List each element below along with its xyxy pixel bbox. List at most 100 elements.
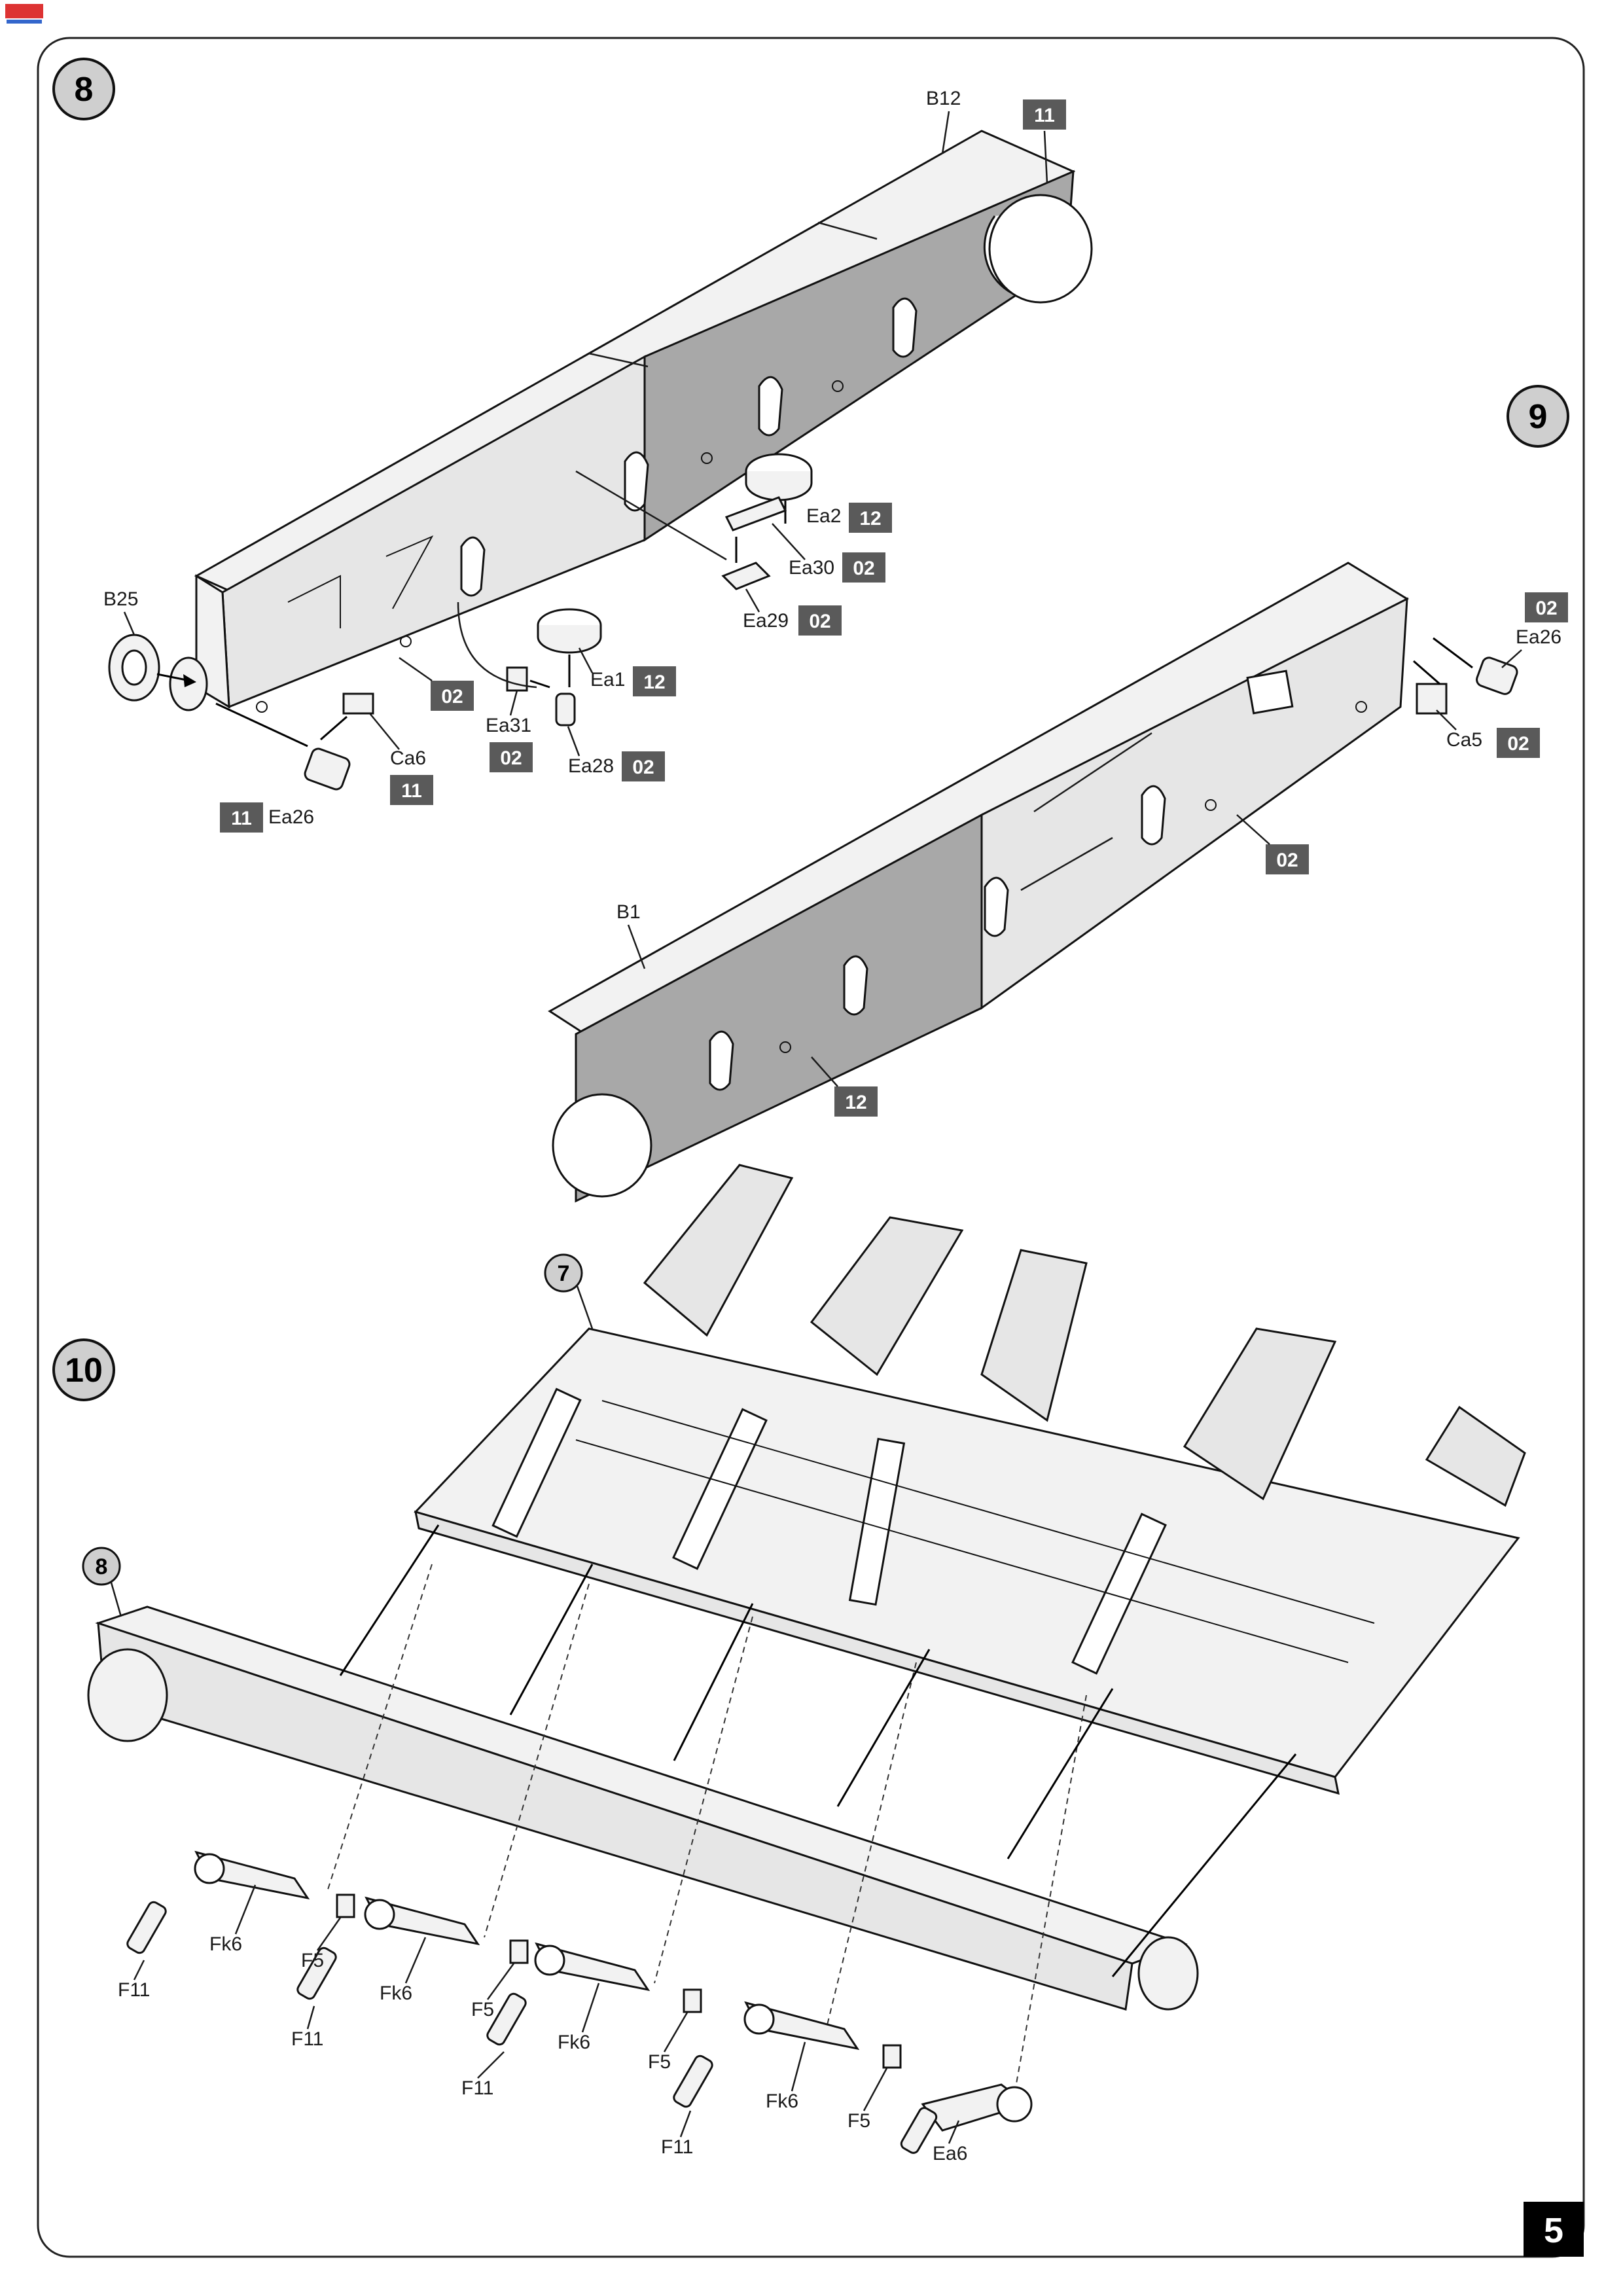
step-10: 10 7 8	[52, 1164, 1526, 2164]
svg-text:02: 02	[632, 757, 654, 778]
pin-f11	[486, 1992, 527, 2046]
assembly-arrow	[339, 1524, 1297, 1977]
label-f5: F5	[471, 1999, 494, 2020]
svg-text:02: 02	[441, 686, 463, 708]
step-number: 10	[65, 1352, 103, 1390]
paint-badge: 12	[633, 666, 676, 696]
bracket-f5	[509, 1939, 529, 1964]
reference-circle	[544, 1253, 583, 1293]
paint-badge: 11	[1023, 99, 1066, 130]
label-ea26: Ea26	[1516, 626, 1561, 648]
label-f5: F5	[648, 2051, 671, 2073]
label-f5: F5	[847, 2110, 870, 2132]
svg-text:12: 12	[845, 1092, 866, 1113]
svg-text:02: 02	[1276, 850, 1298, 871]
reference-number: 8	[96, 1554, 108, 1579]
pin-f11	[296, 1946, 337, 2000]
part-ea30	[724, 496, 787, 563]
page-frame	[37, 37, 1585, 2258]
paint-badge: 12	[834, 1086, 878, 1117]
svg-text:02: 02	[809, 611, 830, 632]
label-b1: B1	[616, 901, 641, 923]
paint-badge: 11	[390, 775, 433, 805]
label-fk6: Fk6	[209, 1933, 242, 1955]
label-ea1: Ea1	[590, 669, 625, 691]
part-ea26-right	[1433, 637, 1518, 695]
label-f11: F11	[118, 1979, 150, 2001]
alignment-line	[824, 1662, 917, 2036]
hull-floor-assembly	[414, 1164, 1526, 1795]
step-number-circle	[1507, 385, 1569, 448]
label-f5: F5	[301, 1950, 324, 1971]
paint-badge: 02	[842, 552, 885, 583]
label-fk6: Fk6	[380, 1982, 412, 2004]
alignment-line	[654, 1616, 753, 1984]
reference-number: 7	[558, 1261, 570, 1286]
paint-badge: 02	[1497, 728, 1540, 758]
part-ea2	[745, 453, 813, 524]
label-ca6: Ca6	[390, 747, 426, 769]
svg-text:02: 02	[1507, 733, 1529, 755]
step-number-circle	[52, 1338, 115, 1401]
paint-badge: 02	[1266, 844, 1309, 874]
part-ca5	[1413, 660, 1448, 715]
sprocket	[87, 1648, 168, 1742]
bracket-f5	[882, 2044, 902, 2069]
pin-f11	[673, 2054, 713, 2108]
part-ea29	[721, 562, 771, 590]
label-f11: F11	[461, 2077, 493, 2099]
suspension-arm-fk6	[534, 1942, 651, 1992]
svg-text:02: 02	[500, 747, 522, 769]
label-ea26: Ea26	[268, 806, 314, 828]
hull-side-plate-b1	[548, 562, 1409, 1203]
lower-hull-side	[87, 1605, 1199, 2011]
alignment-line	[327, 1564, 433, 1892]
svg-text:12: 12	[643, 672, 665, 693]
bracket-f5	[683, 1988, 702, 2013]
part-ea1	[537, 608, 602, 687]
label-f11: F11	[661, 2136, 693, 2158]
svg-text:12: 12	[859, 508, 881, 529]
paint-badge: 02	[490, 742, 533, 772]
paint-badge: 11	[220, 802, 263, 833]
label-fk6: Fk6	[766, 2090, 798, 2112]
wheel-hole	[552, 1093, 652, 1198]
svg-text:11: 11	[401, 780, 422, 802]
label-b25: B25	[103, 588, 138, 610]
step-9: 9 B1 Ea26 Ca5	[548, 385, 1569, 1203]
suspension-arm-fk6	[743, 2001, 860, 2051]
label-ea31: Ea31	[486, 715, 531, 736]
step-number: 9	[1529, 398, 1548, 436]
svg-text:02: 02	[1535, 598, 1557, 619]
part-ca6	[320, 692, 374, 741]
paint-badge: 12	[849, 503, 892, 533]
page-number: 5	[1544, 2211, 1563, 2250]
arm-ea6	[900, 2083, 1033, 2154]
hull-side-plate-b12	[194, 130, 1093, 713]
paint-badge: 02	[1525, 592, 1568, 622]
step-number-circle	[52, 58, 115, 120]
svg-text:11: 11	[231, 808, 252, 829]
part-ea26-left	[215, 702, 351, 791]
label-ca5: Ca5	[1446, 729, 1482, 751]
paint-badge: 02	[622, 751, 665, 781]
paint-badge: 02	[431, 681, 474, 711]
brand-logo	[5, 4, 43, 24]
idler-opening	[988, 194, 1093, 304]
label-b12: B12	[926, 88, 961, 109]
label-ea30: Ea30	[789, 557, 834, 579]
label-ea29: Ea29	[743, 610, 789, 632]
alignment-line	[1014, 1695, 1087, 2095]
label-ea6: Ea6	[933, 2143, 967, 2164]
label-f11: F11	[291, 2028, 323, 2050]
label-fk6: Fk6	[558, 2032, 590, 2053]
pin-f11	[126, 1901, 167, 1954]
alignment-line	[484, 1583, 590, 1938]
step-number: 8	[75, 71, 94, 109]
svg-text:02: 02	[853, 558, 874, 579]
sprocket-b25	[108, 634, 208, 711]
suspension-arm-fk6	[194, 1850, 310, 1900]
label-ea2: Ea2	[806, 505, 841, 527]
label-ea28: Ea28	[568, 755, 614, 777]
